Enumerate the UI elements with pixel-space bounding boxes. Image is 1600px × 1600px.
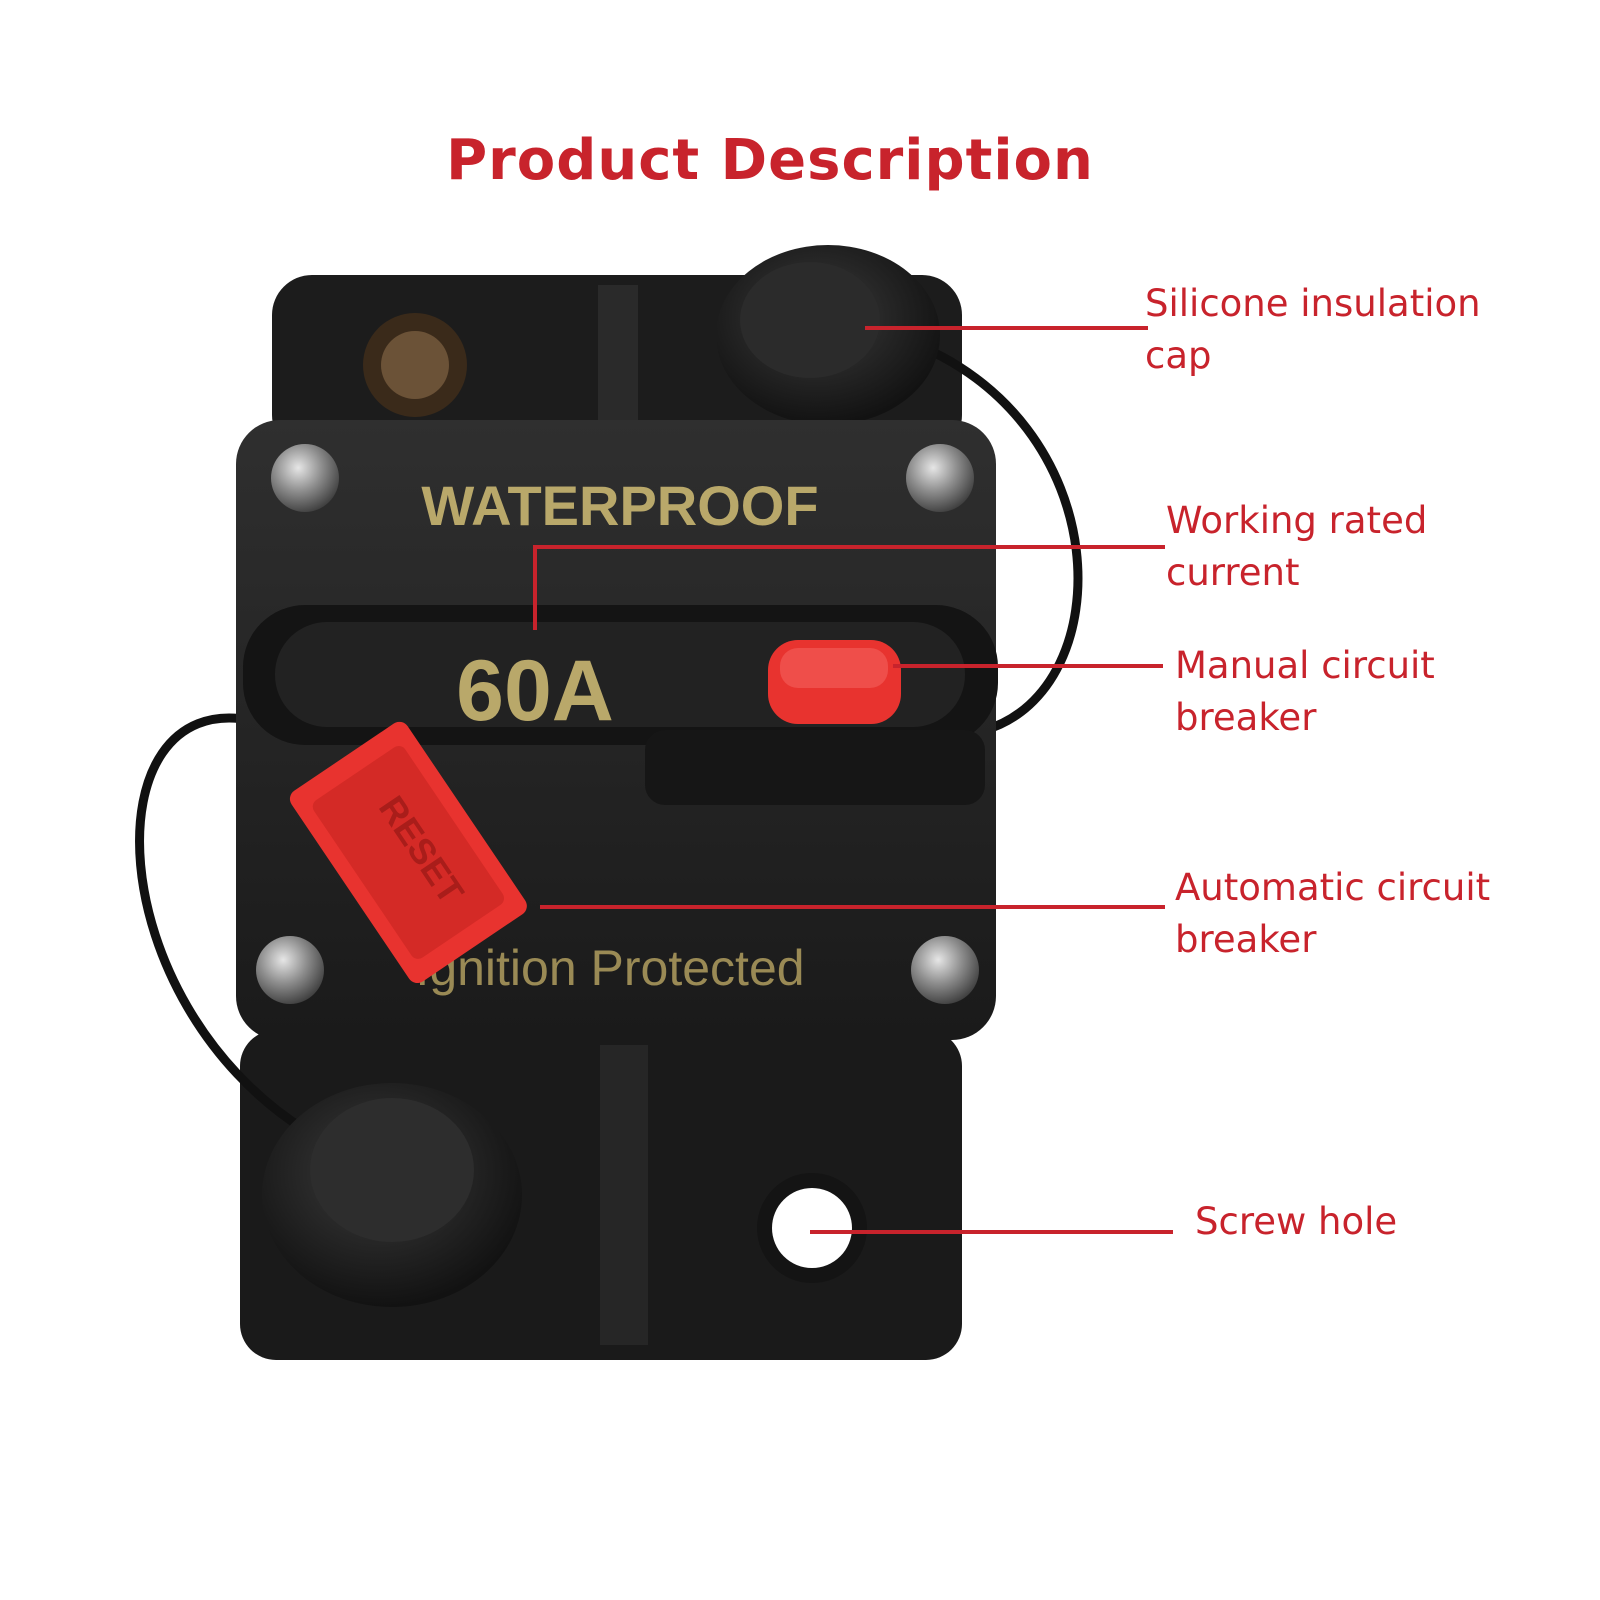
ignition-print: Ignition Protected — [415, 940, 804, 996]
reset-lever: RESET — [289, 721, 527, 984]
face-screw — [256, 936, 324, 1004]
callout-manual-breaker: Manual circuit breaker — [1175, 644, 1435, 739]
face-screw — [271, 444, 339, 512]
face-screw — [911, 936, 979, 1004]
waterproof-print: WATERPROOF — [421, 474, 818, 537]
page-title: Product Description — [446, 128, 1094, 193]
callout-rated-current: Working rated current — [1166, 499, 1428, 594]
tether-cord-left — [135, 713, 308, 1134]
tether-cord-right — [903, 335, 1083, 735]
callout-screw-hole: Screw hole — [1195, 1200, 1398, 1243]
face-screw — [906, 444, 974, 512]
rating-print: 60A — [456, 643, 614, 739]
callout-automatic-breaker: Automatic circuit breaker — [1175, 866, 1491, 961]
leader-line-rated-current — [533, 545, 1165, 630]
callout-silicone-cap: Silicone insulation cap — [1145, 282, 1481, 377]
